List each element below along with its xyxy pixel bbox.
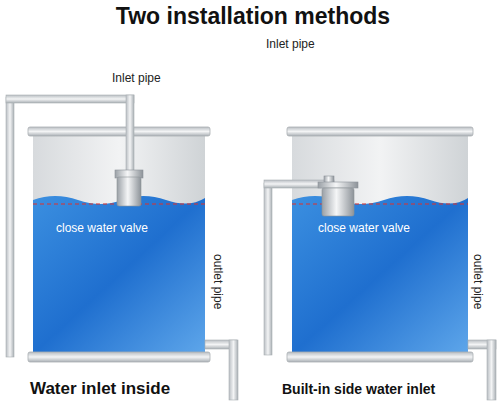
method-caption: Built-in side water inlet	[282, 382, 435, 397]
valve-label: close water valve	[318, 222, 410, 235]
method-caption: Water inlet inside	[30, 380, 170, 399]
pipe-label: outlet pipe	[211, 254, 224, 309]
pipe-label: Inlet pipe	[266, 38, 315, 51]
diagram-title: Two installation methods	[3, 4, 500, 29]
pipe-label: Inlet pipe	[112, 72, 161, 85]
right-tank	[264, 127, 496, 400]
pipe-label: outlet pipe	[471, 254, 484, 309]
left-tank	[6, 95, 238, 400]
valve-label: close water valve	[56, 222, 148, 235]
